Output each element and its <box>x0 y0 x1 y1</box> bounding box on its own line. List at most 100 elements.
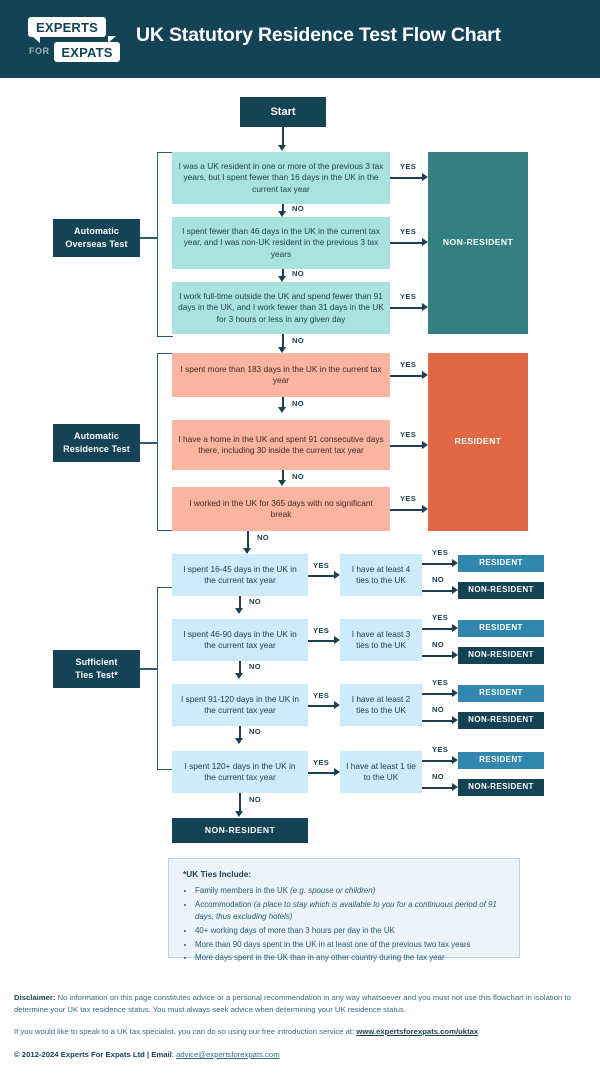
arrow-down-ties-2 <box>235 673 243 679</box>
arrow-down-overseas-2 <box>278 276 286 282</box>
arrow-right-no-outcome-ties-2 <box>452 651 458 659</box>
logo-for-text: FOR <box>29 46 50 56</box>
arrow-down-residence-2 <box>278 480 286 486</box>
ties-count-3: I have at least 2 ties to the UK <box>340 684 422 726</box>
list-item: More than 90 days spent in the UK in at … <box>195 939 509 951</box>
outcome-final-non-resident: NON-RESIDENT <box>172 818 308 843</box>
label-yes-ties-2: YES <box>313 626 330 635</box>
group-label-ties-line2: Ties Test* <box>75 670 118 680</box>
outcome-non-resident-ties-2: NON-RESIDENT <box>458 647 544 664</box>
outcome-non-resident-ties-3: NON-RESIDENT <box>458 712 544 729</box>
connector-no-residence-1 <box>282 397 284 407</box>
email-link[interactable]: advice@expertsforexpats.com <box>176 1049 280 1059</box>
arrow-right-yes-outcome-ties-3 <box>452 689 458 697</box>
outcome-non-resident-ties-1: NON-RESIDENT <box>458 582 544 599</box>
label-no-ties-2: NO <box>249 662 261 671</box>
label-no-ties-4: NO <box>249 795 261 804</box>
ties-count-1: I have at least 4 ties to the UK <box>340 554 422 596</box>
connector-no-overseas-2 <box>282 269 284 276</box>
label-yes-overseas-2: YES <box>400 227 417 236</box>
arrow-right-overseas-3 <box>422 303 428 311</box>
question-ties-2: I spent 46-90 days in the UK in the curr… <box>172 619 308 661</box>
question-residence-2: I have a home in the UK and spent 91 con… <box>172 420 390 470</box>
email-separator: : <box>171 1049 177 1059</box>
label-yes-residence-1: YES <box>400 360 417 369</box>
question-overseas-3: I work full-time outside the UK and spen… <box>172 282 390 334</box>
arrow-right-yes-outcome-ties-2 <box>452 624 458 632</box>
uk-tie-italic-1: (e.g. spouse or children) <box>290 886 376 895</box>
label-no-ties-3: NO <box>249 727 261 736</box>
arrow-right-ties-4 <box>334 768 340 776</box>
label-yes-residence-3: YES <box>400 494 417 503</box>
brand-logo: FOR EXPERTS EXPATS <box>28 17 120 63</box>
page-header: FOR EXPERTS EXPATS UK Statutory Residenc… <box>0 0 600 78</box>
uk-ties-info-box: *UK Ties Include: Family members in the … <box>168 858 520 962</box>
uktax-link[interactable]: www.expertsforexpats.com/uktax <box>356 1027 479 1037</box>
connector-yes-ties-1 <box>308 575 334 577</box>
connector-yes-ties-2 <box>308 640 334 642</box>
contact-row: If you would like to speak to a UK tax s… <box>14 1026 590 1038</box>
group-bracket-ties <box>157 587 173 770</box>
connector-no-ties-4 <box>239 793 241 811</box>
arrow-right-ties-3 <box>334 701 340 709</box>
outcome-resident-ties-3: RESIDENT <box>458 685 544 702</box>
arrow-down-ties-4 <box>235 811 243 817</box>
copyright-row: © 2012-2024 Experts For Expats Ltd | Ema… <box>14 1049 590 1061</box>
connector-yes-outcome-ties-2 <box>422 628 452 630</box>
connector-no-ties-2 <box>239 661 241 673</box>
logo-expats-text: EXPATS <box>61 44 113 60</box>
label-no-outcome-ties-1: NO <box>432 575 444 584</box>
arrow-right-no-outcome-ties-3 <box>452 716 458 724</box>
arrow-down-residence-3 <box>243 548 251 554</box>
arrow-right-no-outcome-ties-4 <box>452 783 458 791</box>
connector-no-ties-1 <box>239 596 241 608</box>
list-item: More days spent in the UK than in any ot… <box>195 952 509 964</box>
connector-yes-outcome-ties-1 <box>422 563 452 565</box>
start-node: Start <box>240 97 326 127</box>
copyright-text: © 2012-2024 Experts For Expats Ltd | Ema… <box>14 1049 172 1059</box>
logo-bubble-expats: EXPATS <box>54 42 120 62</box>
outcome-non-resident-overseas: NON-RESIDENT <box>428 152 528 334</box>
connector-no-outcome-ties-4 <box>422 787 452 789</box>
label-no-outcome-ties-2: NO <box>432 640 444 649</box>
group-label-residence-line2: Residence Test <box>63 444 130 454</box>
label-no-overseas-1: NO <box>292 204 304 213</box>
label-yes-outcome-ties-4: YES <box>432 745 449 754</box>
label-yes-overseas-3: YES <box>400 292 417 301</box>
arrow-down-ties-3 <box>235 738 243 744</box>
uk-tie-text-3: 40+ working days of more than 3 hours pe… <box>195 925 395 935</box>
group-bracket-residence <box>157 353 173 531</box>
label-yes-ties-4: YES <box>313 758 330 767</box>
list-item: Accommodation (a place to stay which is … <box>195 899 509 924</box>
ties-count-4: I have at least 1 tie to the UK <box>340 751 422 793</box>
contact-text: If you would like to speak to a UK tax s… <box>14 1027 357 1037</box>
arrow-right-residence-3 <box>422 505 428 513</box>
connector-yes-residence-1 <box>390 375 422 377</box>
label-no-ties-1: NO <box>249 597 261 606</box>
list-item: Family members in the UK (e.g. spouse or… <box>195 885 509 897</box>
connector-no-outcome-ties-2 <box>422 655 452 657</box>
arrow-down-ties-1 <box>235 608 243 614</box>
list-item: 40+ working days of more than 3 hours pe… <box>195 925 509 937</box>
group-stub-residence <box>140 442 157 444</box>
arrow-right-overseas-1 <box>422 173 428 181</box>
arrow-right-overseas-2 <box>422 238 428 246</box>
outcome-non-resident-ties-4: NON-RESIDENT <box>458 779 544 796</box>
uk-tie-text-2: Accommodation <box>195 899 254 909</box>
group-stub-overseas <box>140 237 157 239</box>
connector-yes-outcome-ties-4 <box>422 760 452 762</box>
group-label-overseas: Automatic Overseas Test <box>53 219 140 257</box>
question-residence-1: I spent more than 183 days in the UK in … <box>172 353 390 397</box>
label-no-residence-2: NO <box>292 472 304 481</box>
connector-yes-residence-2 <box>390 445 422 447</box>
group-label-overseas-line2: Overseas Test <box>65 239 128 249</box>
question-overseas-1: I was a UK resident in one or more of th… <box>172 152 390 204</box>
arrow-down-residence-1 <box>278 407 286 413</box>
page-title: UK Statutory Residence Test Flow Chart <box>136 24 501 46</box>
label-no-outcome-ties-3: NO <box>432 705 444 714</box>
connector-no-outcome-ties-1 <box>422 590 452 592</box>
group-label-ties: Sufficient Ties Test* <box>53 650 140 688</box>
connector-no-overseas-1 <box>282 204 284 211</box>
uk-tie-text-4: More than 90 days spent in the UK in at … <box>195 939 471 949</box>
question-ties-4: I spent 120+ days in the UK in the curre… <box>172 751 308 793</box>
